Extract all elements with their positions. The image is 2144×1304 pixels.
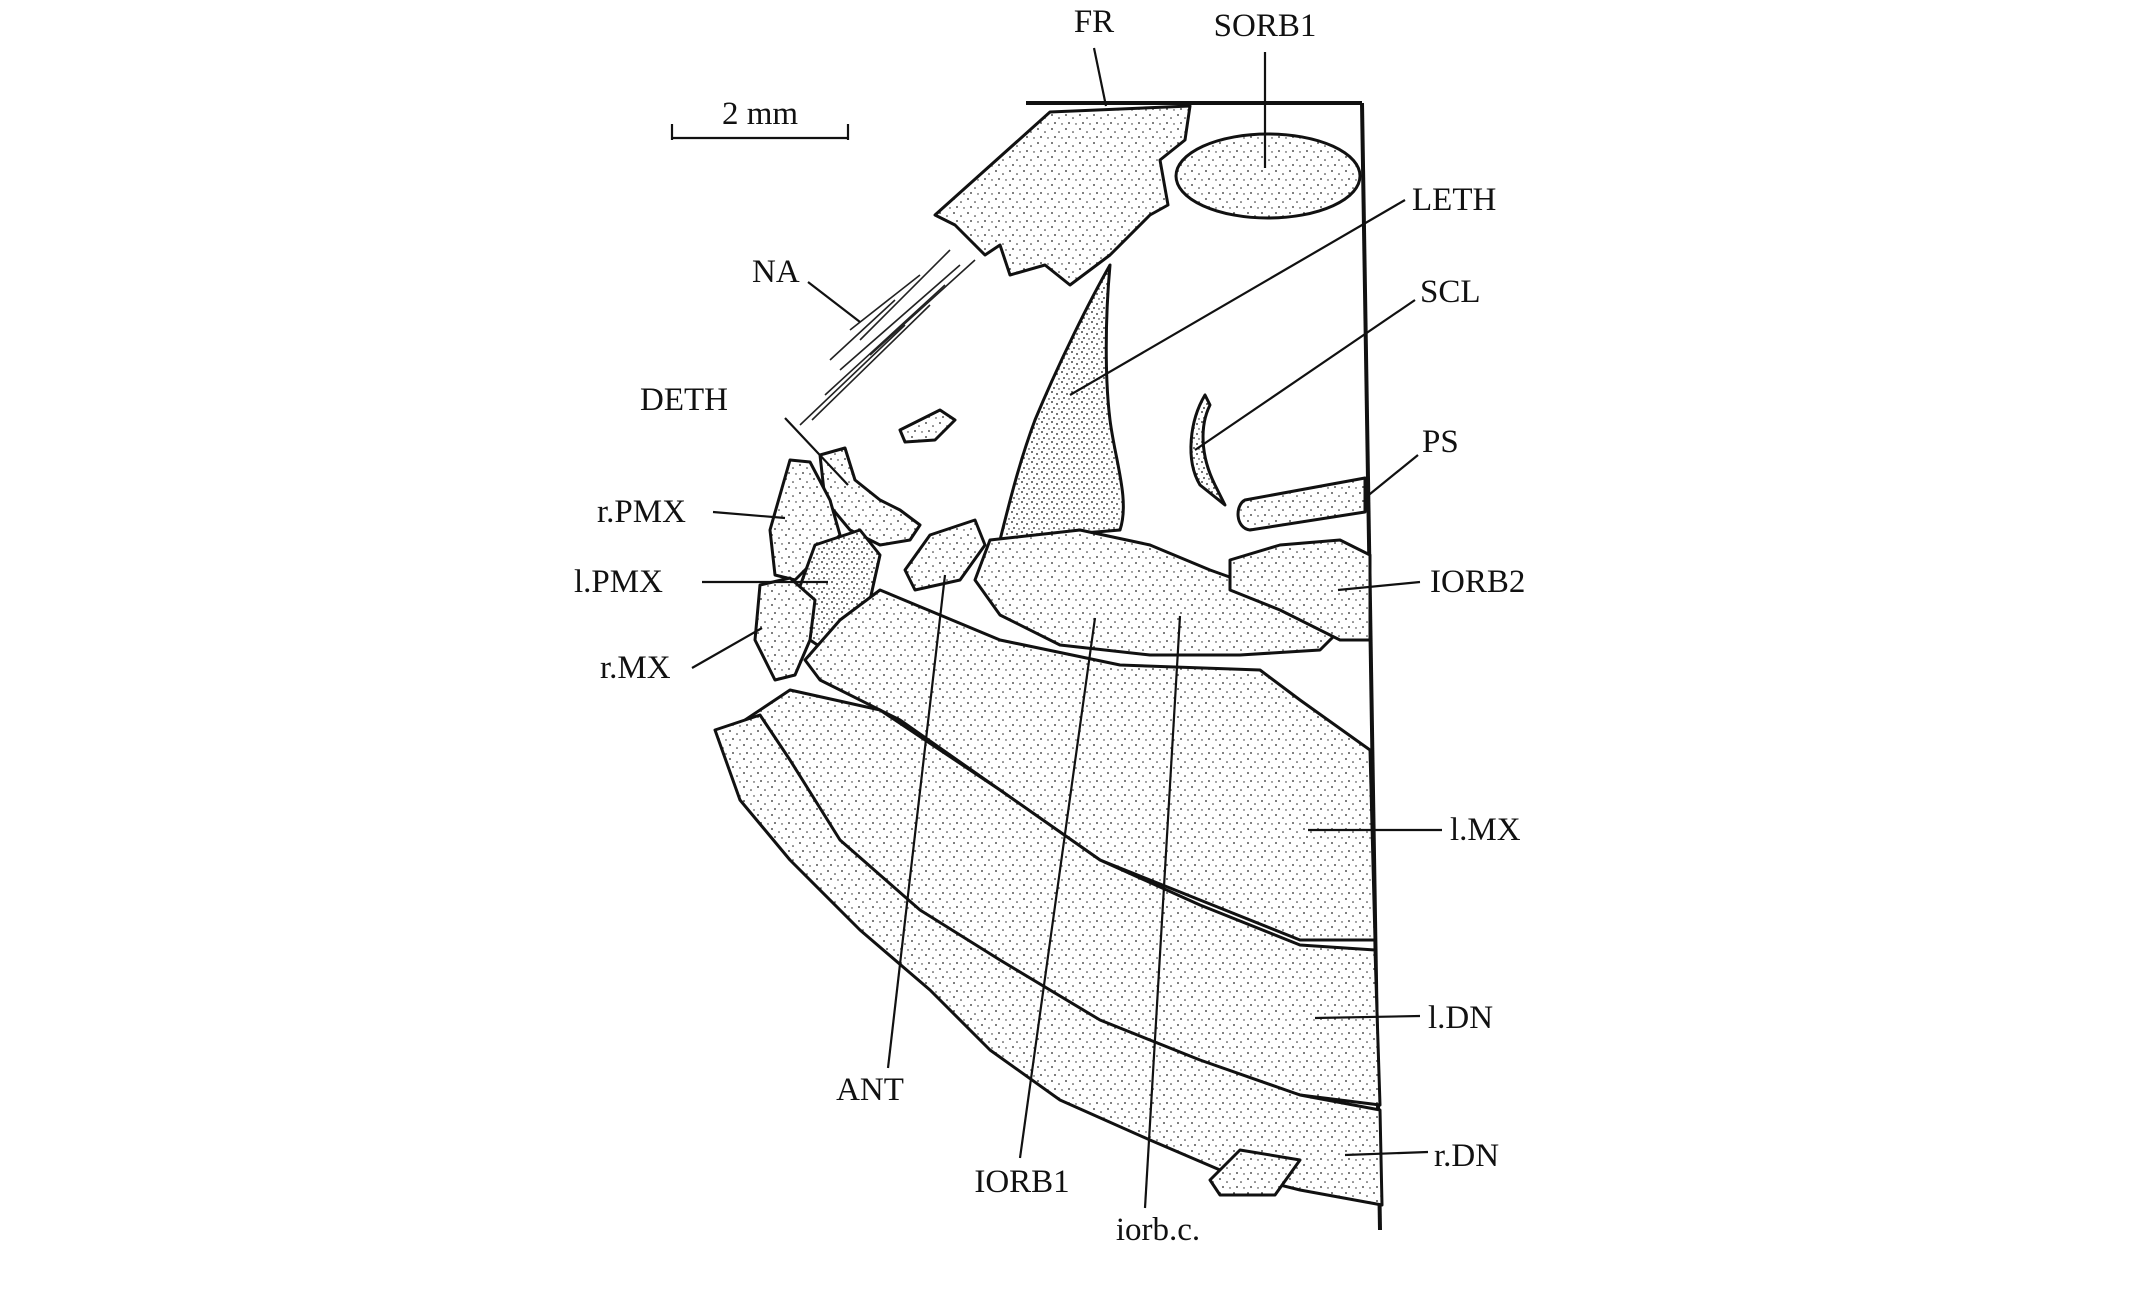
label-deth: DETH — [640, 382, 849, 486]
label-na-text: NA — [752, 254, 800, 290]
label-fr-text: FR — [1074, 4, 1114, 40]
label-rmx: r.MX — [600, 627, 763, 686]
right-dentary — [713, 713, 1384, 1207]
scale-bar-label: 2 mm — [722, 96, 798, 132]
label-ps-text: PS — [1422, 424, 1459, 460]
label-ant: ANT — [836, 574, 947, 1108]
label-lpmx: l.PMX — [574, 564, 828, 600]
lateral-ethmoid — [998, 263, 1125, 542]
bone-fragment — [898, 408, 957, 444]
ventral-process — [1208, 1148, 1302, 1197]
parasphenoid — [1236, 476, 1367, 532]
label-sorb1: SORB1 — [1214, 8, 1317, 168]
label-rdn: r.DN — [1344, 1138, 1499, 1174]
right-maxilla — [753, 576, 817, 682]
label-na: NA — [752, 254, 861, 323]
label-iorb2: IORB2 — [1337, 564, 1525, 600]
sclerotic-ossicle — [1189, 393, 1227, 507]
supraorbital-bone — [1174, 132, 1362, 220]
label-iorbc-text: iorb.c. — [1116, 1212, 1200, 1248]
label-rdn-text: r.DN — [1434, 1138, 1499, 1174]
label-iorb1-text: IORB1 — [974, 1164, 1069, 1200]
infraorbital-2 — [1228, 538, 1372, 642]
label-iorb2-text: IORB2 — [1430, 564, 1525, 600]
label-rmx-text: r.MX — [600, 650, 671, 686]
label-scl: SCL — [1194, 274, 1481, 451]
label-leth: LETH — [1069, 182, 1496, 396]
label-ldn: l.DN — [1314, 1000, 1493, 1036]
dermethmoid — [818, 446, 922, 547]
label-ant-text: ANT — [836, 1072, 904, 1108]
antorbital — [903, 518, 987, 592]
label-rpmx: r.PMX — [597, 494, 786, 530]
label-iorbc: iorb.c. — [1116, 615, 1200, 1248]
label-lmx: l.MX — [1308, 812, 1521, 848]
scale-bar: 2 mm — [670, 96, 850, 140]
label-ps: PS — [1364, 424, 1459, 499]
skull-drawing — [713, 101, 1384, 1231]
label-scl-text: SCL — [1420, 274, 1481, 310]
nasal-bone — [799, 249, 976, 426]
label-iorb1: IORB1 — [974, 617, 1097, 1200]
frontal-bone — [933, 104, 1192, 287]
label-sorb1-text: SORB1 — [1214, 8, 1317, 44]
label-ldn-text: l.DN — [1428, 1000, 1493, 1036]
label-lmx-text: l.MX — [1450, 812, 1521, 848]
label-leth-text: LETH — [1412, 182, 1496, 218]
label-fr: FR — [1074, 4, 1114, 107]
infraorbital-1 — [973, 528, 1342, 657]
label-rpmx-text: r.PMX — [597, 494, 686, 530]
label-lpmx-text: l.PMX — [574, 564, 663, 600]
left-maxilla — [803, 588, 1377, 942]
label-deth-text: DETH — [640, 382, 728, 418]
